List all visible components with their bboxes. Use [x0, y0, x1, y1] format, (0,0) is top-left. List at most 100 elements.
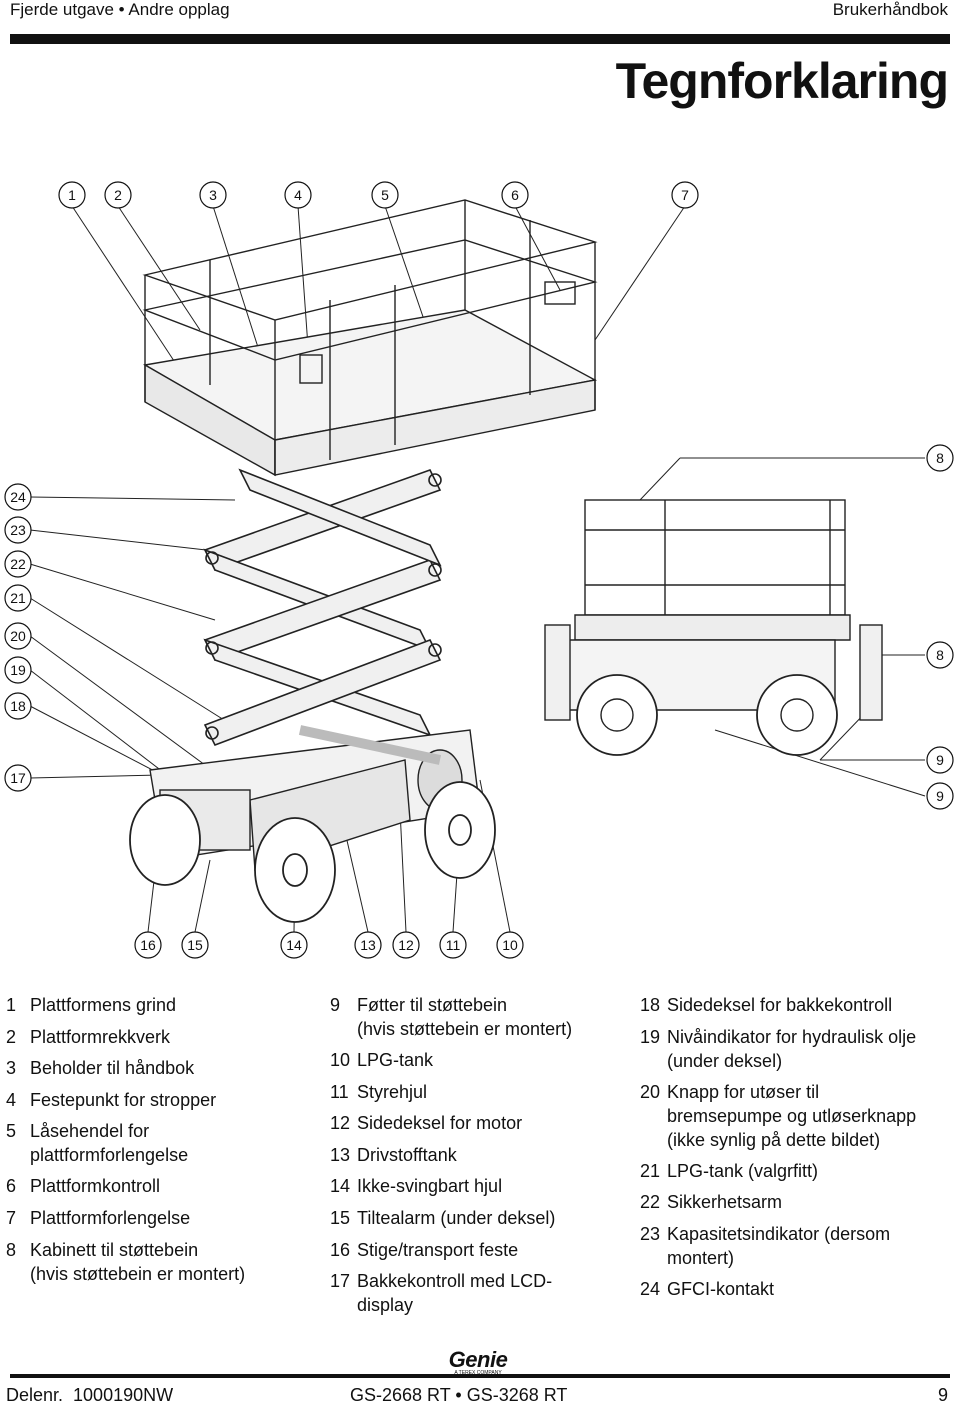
- callouts-right: [926, 444, 954, 810]
- callout-3: [199, 181, 227, 209]
- callout-label: 10: [502, 937, 518, 953]
- machine-illustration: 1 2 3 4 5 6 7 24 23 22 21 20 19 18 17 8 …: [4, 181, 954, 959]
- callout-label: 5: [381, 187, 389, 203]
- left-machine-wheels: [129, 781, 496, 923]
- callout-1: [58, 181, 86, 209]
- callout-8-upper: [926, 444, 954, 472]
- callout-label: 7: [681, 187, 689, 203]
- callout-label: 8: [936, 647, 944, 663]
- callout-label: 22: [10, 556, 26, 572]
- callouts-bottom: [134, 931, 524, 959]
- callout-20: [4, 622, 32, 650]
- callout-label: 23: [10, 522, 26, 538]
- manual-holder: [299, 354, 323, 384]
- logo-subtitle: A TEREX COMPANY: [454, 1370, 502, 1376]
- model-names: GS-2668 RT • GS-3268 RT: [350, 1385, 568, 1405]
- header-edition: Fjerde utgave • Andre opplag: [10, 0, 230, 19]
- callout-label: 1: [68, 187, 76, 203]
- callout-9-upper: [926, 746, 954, 774]
- callout-8-lower: [926, 641, 954, 669]
- callout-label: 14: [286, 937, 302, 953]
- callout-label: 19: [10, 662, 26, 678]
- callouts-top: [58, 181, 699, 209]
- header-rule: [10, 34, 950, 44]
- callout-label: 15: [187, 937, 203, 953]
- genie-logo: Genie A TEREX COMPANY: [449, 1350, 508, 1376]
- callout-label: 4: [294, 187, 302, 203]
- side-view-machine: [544, 499, 883, 756]
- footer-rule: [10, 1374, 950, 1378]
- page-title: Tegnforklaring: [615, 53, 949, 109]
- scissor-arms: [203, 468, 442, 747]
- callout-18: [4, 692, 32, 720]
- callout-label: 16: [140, 937, 156, 953]
- callout-17: [4, 764, 32, 792]
- platform-control-box: [544, 281, 576, 305]
- callout-label: 17: [10, 770, 26, 786]
- callout-label: 20: [10, 628, 26, 644]
- callout-22: [4, 550, 32, 578]
- callout-label: 21: [10, 590, 26, 606]
- callout-label: 3: [209, 187, 217, 203]
- callout-2: [104, 181, 132, 209]
- logo-word: Genie: [449, 1350, 508, 1372]
- callout-14: [280, 931, 308, 959]
- callout-12: [392, 931, 420, 959]
- callout-19: [4, 656, 32, 684]
- callout-15: [181, 931, 209, 959]
- callout-9-lower: [926, 782, 954, 810]
- callout-16: [134, 931, 162, 959]
- callout-label: 6: [511, 187, 519, 203]
- engine-cover: [298, 725, 442, 765]
- callout-10: [496, 931, 524, 959]
- callout-label: 8: [936, 450, 944, 466]
- callout-24: [4, 483, 32, 511]
- callout-label: 18: [10, 698, 26, 714]
- callout-23: [4, 516, 32, 544]
- callout-5: [371, 181, 399, 209]
- callout-label: 12: [398, 937, 414, 953]
- callout-4: [284, 181, 312, 209]
- header-document-type: Brukerhåndbok: [832, 0, 948, 19]
- callout-label: 13: [360, 937, 376, 953]
- callout-13: [354, 931, 382, 959]
- part-number: Delenr. 1000190NW: [6, 1385, 174, 1405]
- chassis: [149, 725, 481, 871]
- platform-guardrail: [142, 199, 598, 475]
- callout-label: 2: [114, 187, 122, 203]
- callout-label: 9: [936, 752, 944, 768]
- page-number: 9: [937, 1385, 948, 1405]
- callout-label: 9: [936, 788, 944, 804]
- callout-7: [671, 181, 699, 209]
- callout-11: [439, 931, 467, 959]
- platform-deck: [142, 309, 598, 477]
- callout-21: [4, 584, 32, 612]
- callout-label: 11: [446, 937, 461, 953]
